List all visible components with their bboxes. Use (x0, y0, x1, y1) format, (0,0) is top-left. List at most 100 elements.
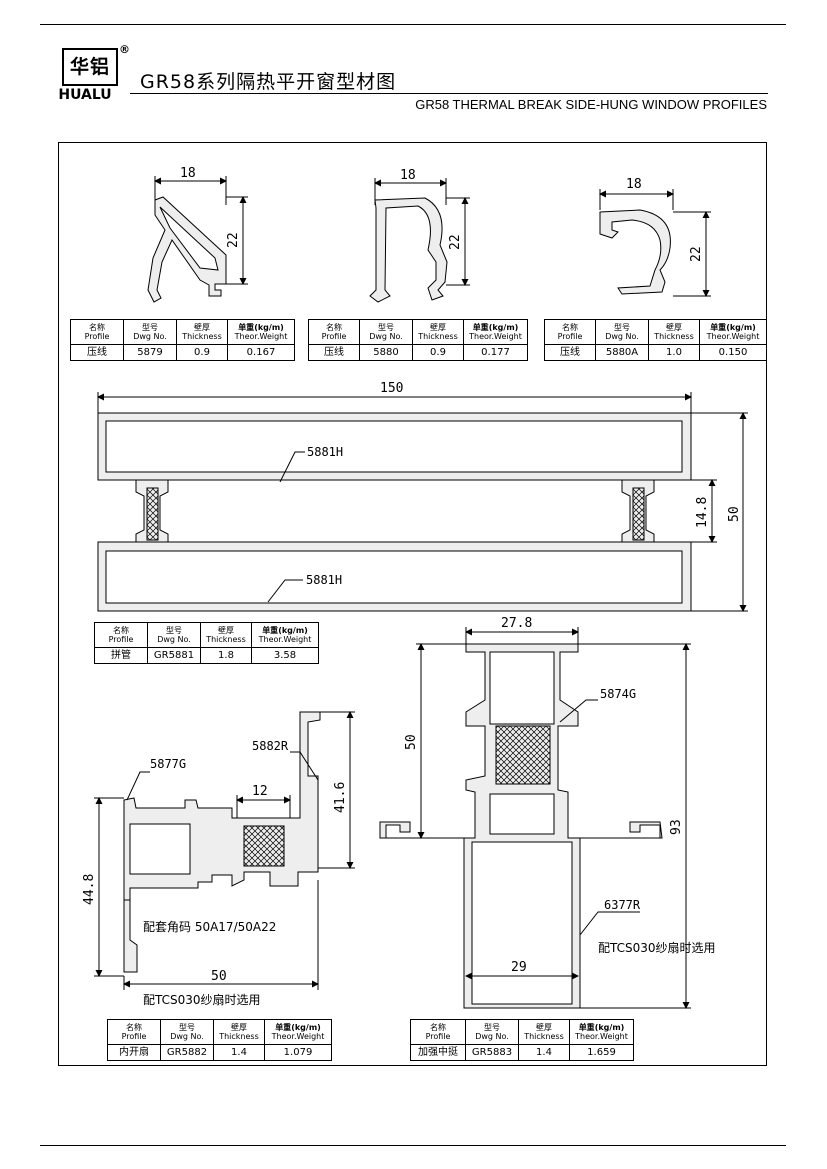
callout-5877g: 5877G (150, 757, 186, 771)
header-weight: 单重 (262, 626, 279, 635)
header-dwg-en: Dwg No. (475, 1032, 509, 1041)
header-weight: 单重 (472, 323, 489, 332)
cell-name: 拼管 (94, 647, 148, 664)
cell-thickness: 1.4 (518, 1044, 570, 1061)
cell-weight: 0.167 (227, 344, 295, 361)
dim-gr5881-gap: 14.8 (695, 497, 710, 528)
dim-5880a-width: 18 (626, 177, 642, 192)
cell-thickness: 0.9 (176, 344, 228, 361)
logo-text: HUALU (58, 87, 112, 103)
header-weight-en: Theor.Weight (271, 1032, 325, 1041)
profile-5879-drawing (147, 176, 248, 303)
cell-name: 加强中挺 (410, 1044, 466, 1061)
dim-gr5883-total-height: 93 (669, 819, 684, 835)
cell-weight: 1.659 (569, 1044, 634, 1061)
cell-weight: 3.58 (251, 647, 319, 664)
header-thickness: 壁厚 (430, 323, 446, 332)
cell-dwg: 5880 (359, 344, 413, 361)
dim-gr5882-width: 50 (211, 969, 227, 984)
page-title: GR58系列隔热平开窗型材图 (140, 71, 397, 93)
note-corner-connector: 配套角码 50A17/50A22 (143, 920, 276, 934)
cell-name: 压线 (70, 344, 124, 361)
header-weight-en: Theor.Weight (234, 332, 288, 341)
profile-gr5882-drawing (94, 711, 355, 990)
profile-gr5883-drawing (379, 627, 691, 1009)
header-name: 名称 (89, 323, 105, 332)
dim-gr5881-height: 50 (727, 506, 742, 522)
header-weight-unit: (kg/m) (488, 323, 519, 332)
callout-5881h-bottom: 5881H (306, 573, 342, 587)
header-weight-en: Theor.Weight (258, 635, 312, 644)
header-dwg: 型号 (166, 626, 182, 635)
registered-mark: ® (119, 43, 130, 56)
note-gr5883-screen-sash: 配TCS030纱扇时选用 (598, 940, 716, 955)
logo-mark: 华铝 (62, 48, 118, 86)
dim-5879-width: 18 (180, 166, 196, 181)
cell-name: 压线 (544, 344, 596, 361)
header-dwg: 型号 (378, 323, 394, 332)
header-thickness-en: Thickness (182, 332, 222, 341)
bottom-rule (40, 1145, 786, 1146)
dim-5880-width: 18 (400, 168, 416, 183)
header-thickness-en: Thickness (654, 332, 694, 341)
dim-gr5882-height-left: 44.8 (82, 874, 97, 905)
cell-weight: 1.079 (264, 1044, 332, 1061)
header-rule (130, 93, 768, 94)
header-name: 名称 (326, 323, 342, 332)
dim-gr5881-width: 150 (380, 381, 403, 396)
cell-thickness: 1.0 (648, 344, 700, 361)
header-weight-en: Theor.Weight (575, 1032, 628, 1041)
header-thickness-en: Thickness (418, 332, 458, 341)
header-dwg-en: Dwg No. (369, 332, 403, 341)
cell-dwg: GR5881 (147, 647, 201, 664)
callout-5881h-top: 5881H (307, 445, 343, 459)
page-subtitle: GR58 THERMAL BREAK SIDE-HUNG WINDOW PROF… (415, 97, 767, 112)
cell-weight: 0.150 (699, 344, 767, 361)
note-screen-sash: 配TCS030纱扇时选用 (143, 992, 261, 1007)
header-name: 名称 (430, 1023, 446, 1032)
header-weight: 单重 (238, 323, 255, 332)
dim-gr5882-gap: 12 (252, 784, 268, 799)
cell-dwg: 5879 (123, 344, 177, 361)
callout-5882r: 5882R (252, 739, 289, 753)
cell-name: 内开扇 (107, 1044, 161, 1061)
header-thickness-en: Thickness (206, 635, 246, 644)
header-dwg: 型号 (484, 1023, 500, 1032)
header-dwg: 型号 (179, 1023, 195, 1032)
cell-dwg: GR5883 (465, 1044, 519, 1061)
dim-5879-height: 22 (226, 232, 241, 248)
header-dwg-en: Dwg No. (157, 635, 191, 644)
cell-thickness: 0.9 (412, 344, 464, 361)
cell-thickness: 1.8 (200, 647, 252, 664)
header-thickness: 壁厚 (666, 323, 682, 332)
header-name-en: Profile (84, 332, 110, 341)
profile-gr5881-drawing (97, 392, 748, 612)
header-dwg: 型号 (142, 323, 158, 332)
dim-5880a-height: 22 (689, 246, 704, 262)
header-weight-en: Theor.Weight (469, 332, 522, 341)
cell-name: 压线 (308, 344, 360, 361)
header-weight-unit: (kg/m) (278, 626, 308, 635)
header-name-en: Profile (321, 332, 347, 341)
header-thickness: 壁厚 (231, 1023, 247, 1032)
cell-thickness: 1.4 (213, 1044, 265, 1061)
header-thickness-en: Thickness (219, 1032, 259, 1041)
cell-dwg: GR5882 (160, 1044, 214, 1061)
top-rule (40, 24, 786, 25)
dim-gr5883-bottom-width: 29 (511, 960, 527, 975)
hualu-logo: 华铝 ® HUALU (52, 43, 130, 105)
header-weight-unit: (kg/m) (254, 323, 284, 332)
header-name-en: Profile (108, 635, 134, 644)
header-thickness: 壁厚 (536, 1023, 552, 1032)
header-dwg-en: Dwg No. (170, 1032, 204, 1041)
header-name-en: Profile (121, 1032, 147, 1041)
header-dwg: 型号 (614, 323, 630, 332)
header-name: 名称 (113, 626, 129, 635)
header-weight-unit: (kg/m) (726, 323, 756, 332)
header-name: 名称 (562, 323, 578, 332)
